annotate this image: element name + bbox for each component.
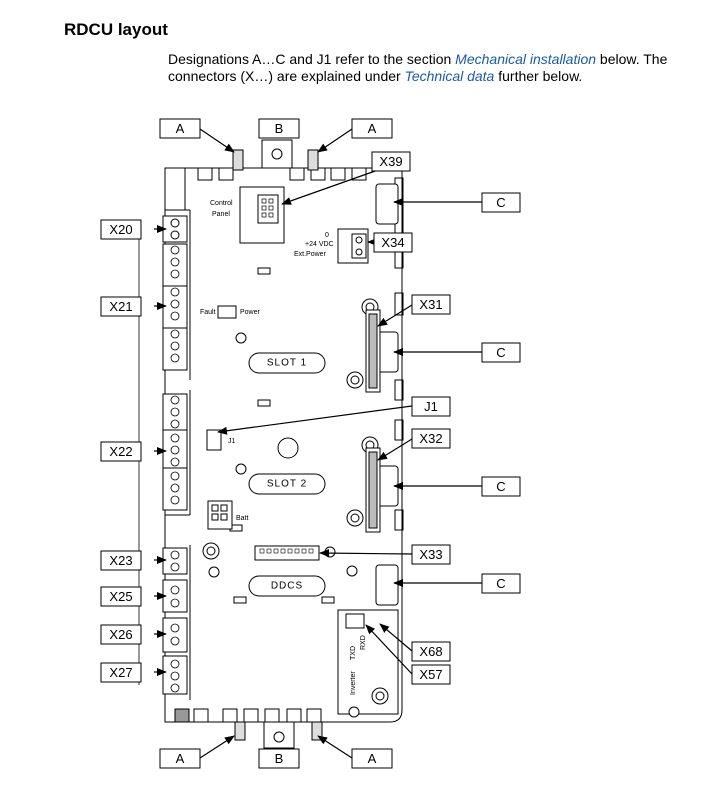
callout-a-top-right: A: [351, 118, 393, 139]
callout-a-bottom-left: A: [159, 748, 201, 769]
svg-text:B: B: [275, 751, 284, 766]
technical-data-link[interactable]: Technical data: [404, 68, 495, 84]
svg-text:X27: X27: [109, 665, 132, 680]
callout-x22: X22: [100, 441, 142, 462]
callout-j1: J1: [411, 396, 451, 417]
callout-c-3: C: [481, 476, 521, 497]
svg-text:B: B: [275, 121, 284, 136]
callout-x32: X32: [411, 428, 451, 449]
callout-labels: A B A X39 C X20 X34 X21 X31 C J1 X32 X22…: [100, 118, 521, 769]
ddcs-label: DDCS: [271, 581, 303, 592]
bottom-tabs: [174, 708, 323, 749]
svg-text:A: A: [368, 121, 377, 136]
callout-x26: X26: [100, 624, 142, 645]
svg-text:C: C: [496, 195, 505, 210]
callout-c-2: C: [481, 342, 521, 363]
callout-a-bottom-right: A: [351, 748, 393, 769]
j1-board-mark: J1: [228, 438, 236, 445]
svg-text:X32: X32: [419, 431, 442, 446]
control-panel-connector: [239, 186, 285, 244]
svg-text:C: C: [496, 479, 505, 494]
power-label-ext: Ext.Power: [294, 251, 327, 258]
callout-a-top-left: A: [159, 118, 201, 139]
callout-x57: X57: [411, 664, 451, 685]
rdcu-board: [164, 167, 404, 723]
intro-text-3: further below.: [494, 68, 583, 84]
ddcs-plate: [248, 575, 326, 597]
intro-paragraph: Designations A…C and J1 refer to the sec…: [168, 51, 713, 85]
svg-text:C: C: [496, 576, 505, 591]
board-outline: [164, 167, 403, 723]
slot-1-plate: [248, 352, 326, 374]
svg-text:X57: X57: [419, 667, 442, 682]
svg-text:X23: X23: [109, 553, 132, 568]
ext-power-connector: [337, 228, 369, 264]
callout-x68: X68: [411, 641, 451, 662]
board-features: [202, 267, 399, 718]
svg-text:X25: X25: [109, 589, 132, 604]
intro-text-1: Designations A…C and J1 refer to the sec…: [168, 51, 456, 67]
svg-text:X39: X39: [379, 154, 402, 169]
callout-c-1: C: [481, 192, 521, 213]
svg-text:A: A: [176, 121, 185, 136]
callout-b-top: B: [258, 118, 300, 139]
batt-label: Batt: [236, 515, 249, 522]
power-label-0: 0: [325, 232, 329, 239]
mechanical-installation-link[interactable]: Mechanical installation: [455, 51, 597, 67]
callout-x33: X33: [411, 544, 451, 565]
fiber-connectors: [375, 183, 399, 606]
callout-c-4: C: [481, 573, 521, 594]
callout-x27: X27: [100, 662, 142, 683]
slot-2-label: SLOT 2: [267, 479, 307, 490]
top-tabs: [197, 139, 367, 181]
fault-led-label: Fault: [200, 309, 216, 316]
callout-arrows: [154, 128, 482, 759]
led-housing: [217, 305, 237, 319]
svg-text:A: A: [176, 751, 185, 766]
svg-text:X22: X22: [109, 444, 132, 459]
callout-b-bottom: B: [258, 748, 300, 769]
callout-x23: X23: [100, 550, 142, 571]
intro-text-2: below. The connectors (X…) are explained…: [168, 51, 668, 84]
svg-text:X33: X33: [419, 547, 442, 562]
svg-text:A: A: [368, 751, 377, 766]
callout-x25: X25: [100, 586, 142, 607]
callout-x21: X21: [100, 296, 142, 317]
page-title: RDCU layout: [64, 20, 168, 39]
callout-x20: X20: [100, 219, 142, 240]
control-panel-label-1: Control: [210, 200, 233, 207]
svg-text:X31: X31: [419, 297, 442, 312]
slot-2-plate: [248, 473, 326, 495]
inverter-label: Inverter: [350, 671, 357, 695]
svg-text:X20: X20: [109, 222, 132, 237]
callout-x34: X34: [373, 232, 413, 253]
terminal-screws: [170, 245, 180, 693]
txd-label: TXD: [350, 646, 357, 660]
svg-text:C: C: [496, 345, 505, 360]
slot-2-connector: [346, 436, 381, 533]
svg-text:X68: X68: [419, 644, 442, 659]
rxd-label: RXD: [360, 635, 367, 650]
slot-1-connector: [346, 298, 381, 393]
svg-text:X34: X34: [381, 235, 404, 250]
svg-text:X21: X21: [109, 299, 132, 314]
power-led-label: Power: [240, 309, 261, 316]
power-label-24vdc: +24 VDC: [305, 241, 334, 248]
slot-1-label: SLOT 1: [267, 358, 307, 369]
callout-x31: X31: [411, 294, 451, 315]
callout-x39: X39: [371, 151, 411, 172]
svg-text:J1: J1: [424, 399, 438, 414]
svg-text:X26: X26: [109, 627, 132, 642]
control-panel-label-2: Panel: [212, 211, 230, 218]
